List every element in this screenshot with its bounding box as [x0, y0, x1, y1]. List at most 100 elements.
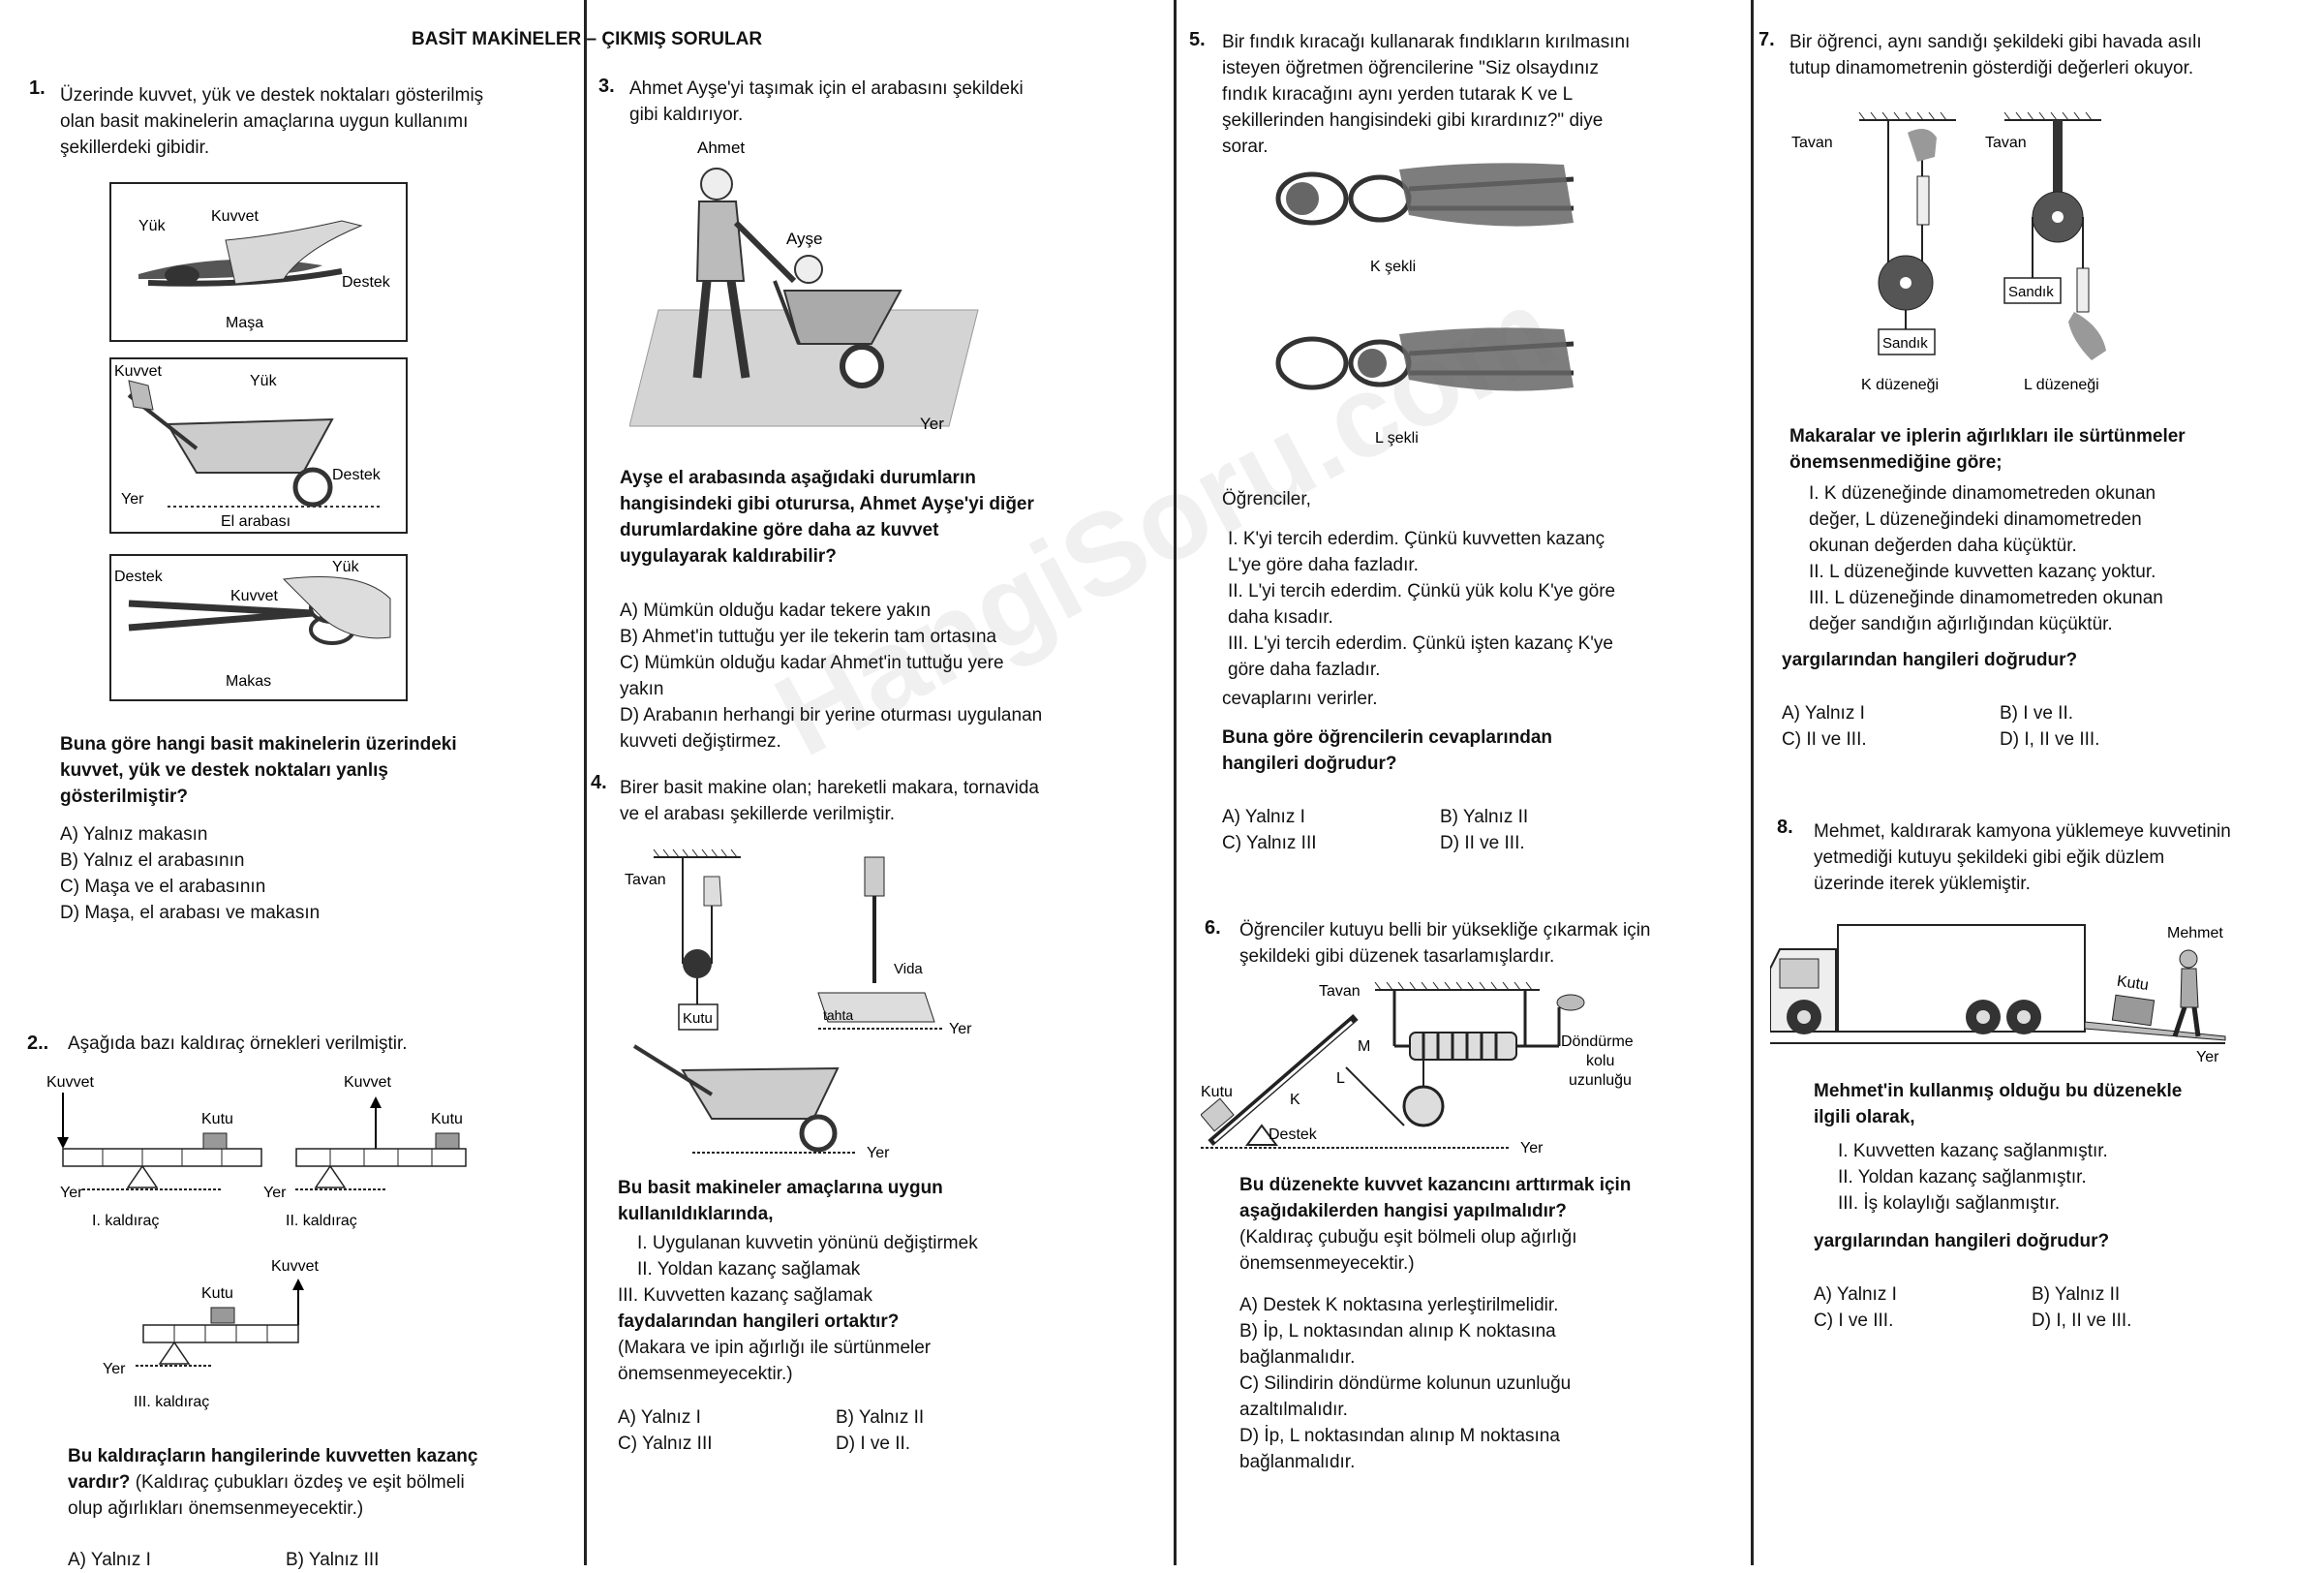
q3-option-b[interactable]: B) Ahmet'in tuttuğu yer ile tekerin tam … — [620, 627, 997, 647]
q4-figures: Tavan Kutu Vida tahta Yer Yer — [625, 848, 972, 1161]
q2-option-a[interactable]: A) Yalnız I — [68, 1550, 151, 1570]
q8-option-c[interactable]: C) I ve III. — [1814, 1311, 1894, 1331]
q8-option-b[interactable]: B) Yalnız II — [2032, 1284, 2121, 1305]
q7-label-l: L düzeneği — [2024, 377, 2099, 393]
q4-ask: faydalarından hangileri ortaktır? — [618, 1311, 900, 1332]
q2-k1-kutu: Kutu — [201, 1111, 233, 1127]
q5-option-d[interactable]: D) II ve III. — [1440, 833, 1525, 853]
q1-label-yer: Yer — [121, 491, 144, 508]
q6-label-l: L — [1336, 1070, 1345, 1087]
q7-option-a[interactable]: A) Yalnız I — [1782, 703, 1865, 724]
q6-label-tavan: Tavan — [1319, 983, 1361, 1000]
q2-k1-kuvvet: Kuvvet — [46, 1074, 94, 1091]
q2-k3-kuvvet: Kuvvet — [271, 1258, 319, 1275]
q4-option-b[interactable]: B) Yalnız II — [836, 1407, 925, 1428]
q1-label-kuvvet-2: Kuvvet — [114, 363, 162, 380]
q6-label-kolu: kolu — [1586, 1053, 1614, 1069]
q5-option-b[interactable]: B) Yalnız II — [1440, 807, 1529, 827]
q1-option-a[interactable]: A) Yalnız makasın — [60, 824, 208, 845]
q1-label-yuk-3: Yük — [332, 559, 360, 575]
q6-option-d[interactable]: D) İp, L noktasından alınıp M noktasına … — [1239, 1426, 1560, 1472]
q7-option-d[interactable]: D) I, II ve III. — [2000, 729, 2100, 750]
q6-label-yer: Yer — [1520, 1140, 1544, 1157]
column-divider — [584, 0, 587, 1565]
q6-label-donme: Döndürme — [1561, 1033, 1634, 1050]
q7-ask: yargılarından hangileri doğrudur? — [1782, 650, 2078, 670]
q7-item-3: III. L düzeneğinde dinamometreden okunan… — [1809, 588, 2163, 634]
q5-options: A) Yalnız I B) Yalnız II C) Yalnız III D… — [1222, 804, 1658, 856]
q2-number: 2.. — [27, 1033, 49, 1054]
column-divider — [1174, 0, 1177, 1565]
q5-items: I. K'yi tercih ederdim. Çünkü kuvvetten … — [1228, 526, 1625, 683]
q7-label-k: K düzeneği — [1861, 377, 1939, 393]
q3-option-a[interactable]: A) Mümkün olduğu kadar tekere yakın — [620, 601, 932, 621]
q3-options: A) Mümkün olduğu kadar tekere yakın B) A… — [620, 598, 1046, 755]
q2-k3-yer: Yer — [103, 1361, 126, 1377]
q4-label-yer-2: Yer — [867, 1145, 890, 1161]
q2-k1-label: I. kaldıraç — [92, 1213, 159, 1229]
q6-number: 6. — [1205, 917, 1221, 939]
q5-option-c[interactable]: C) Yalnız III — [1222, 833, 1317, 853]
q1-option-d[interactable]: D) Maşa, el arabası ve makasın — [60, 903, 321, 923]
q4-options: A) Yalnız I B) Yalnız II C) Yalnız III D… — [618, 1404, 1054, 1457]
q3-number: 3. — [598, 76, 615, 97]
q8-ask: yargılarından hangileri doğrudur? — [1814, 1231, 2110, 1251]
q6-option-a[interactable]: A) Destek K noktasına yerleştirilmelidir… — [1239, 1295, 1559, 1315]
q1-question: Buna göre hangi basit makinelerin üzerin… — [60, 734, 457, 807]
q4-option-a[interactable]: A) Yalnız I — [618, 1407, 701, 1428]
q6-option-b[interactable]: B) İp, L noktasından alınıp K noktasına … — [1239, 1321, 1556, 1368]
q2-option-b[interactable]: B) Yalnız III — [286, 1550, 380, 1570]
q8-options: A) Yalnız I B) Yalnız II C) I ve III. D)… — [1814, 1281, 2249, 1334]
q7-option-c[interactable]: C) II ve III. — [1782, 729, 1867, 750]
q3-option-d[interactable]: D) Arabanın herhangi bir yerine oturması… — [620, 705, 1043, 752]
q2-k3-label: III. kaldıraç — [134, 1394, 209, 1410]
q4-label-kutu: Kutu — [683, 1010, 713, 1027]
q4-label-vida: Vida — [894, 961, 923, 977]
q5-question: Buna göre öğrencilerin cevaplarından han… — [1222, 727, 1553, 774]
page-title: BASİT MAKİNELER – ÇIKMIŞ SORULAR — [412, 29, 763, 49]
q2-k1-yer: Yer — [60, 1185, 83, 1201]
q1-number: 1. — [29, 77, 46, 99]
q8-items: I. Kuvvetten kazanç sağlanmıştır. II. Yo… — [1819, 1138, 2206, 1217]
q1-label-el-arabasi: El arabası — [221, 513, 290, 530]
q4-option-d[interactable]: D) I ve II. — [836, 1434, 911, 1454]
q1-label-yuk-2: Yük — [250, 373, 278, 389]
q3-option-c[interactable]: C) Mümkün olduğu kadar Ahmet'in tuttuğu … — [620, 653, 1004, 699]
q2-question: Bu kaldıraçların hangilerinde kuvvetten … — [68, 1446, 478, 1519]
q1-label-kuvvet-3: Kuvvet — [230, 588, 278, 604]
q6-option-c[interactable]: C) Silindirin döndürme kolunun uzunluğu … — [1239, 1373, 1572, 1420]
q5-number: 5. — [1189, 29, 1206, 50]
q7-intro: Bir öğrenci, aynı sandığı şekildeki gibi… — [1789, 32, 2202, 78]
q5-option-a[interactable]: A) Yalnız I — [1222, 807, 1305, 827]
q1-option-b[interactable]: B) Yalnız el arabasının — [60, 850, 245, 871]
q2-k2-label: II. kaldıraç — [286, 1213, 357, 1229]
q1-label-masa: Maşa — [226, 315, 263, 331]
q5-tail: cevaplarını verirler. — [1222, 689, 1378, 709]
q1-label-yuk: Yük — [138, 218, 167, 234]
q8-option-a[interactable]: A) Yalnız I — [1814, 1284, 1897, 1305]
q7-options: A) Yalnız I B) I ve II. C) II ve III. D)… — [1782, 700, 2217, 753]
q4-number: 4. — [591, 772, 607, 793]
q8-label-kutu: Kutu — [2116, 973, 2150, 994]
q1-option-c[interactable]: C) Maşa ve el arabasının — [60, 877, 266, 897]
q4-option-c[interactable]: C) Yalnız III — [618, 1434, 713, 1454]
q8-item-2: II. Yoldan kazanç sağlanmıştır. — [1838, 1167, 2087, 1187]
q6-label-m: M — [1358, 1038, 1370, 1055]
q1-label-kuvvet: Kuvvet — [211, 208, 259, 225]
q5-item-1: I. K'yi tercih ederdim. Çünkü kuvvetten … — [1228, 529, 1605, 575]
q4-items: I. Uygulanan kuvvetin yönünü değiştirmek… — [618, 1230, 1044, 1387]
q3-label-ahmet: Ahmet — [697, 139, 745, 157]
q1-intro: Üzerinde kuvvet, yük ve destek noktaları… — [60, 85, 484, 158]
q7-label-sandik-k: Sandık — [1882, 335, 1928, 352]
q7-option-b[interactable]: B) I ve II. — [2000, 703, 2074, 724]
q3-label-ayse: Ayşe — [786, 230, 823, 248]
q6-question: Bu düzenekte kuvvet kazancını arttırmak … — [1239, 1175, 1632, 1274]
q8-label-mehmet: Mehmet — [2167, 925, 2223, 941]
q1-label-destek: Destek — [342, 274, 391, 291]
q8-item-1: I. Kuvvetten kazanç sağlanmıştır. — [1838, 1141, 2108, 1161]
q6-label-uzunlugu: uzunluğu — [1569, 1072, 1632, 1089]
q2-k2-yer: Yer — [263, 1185, 287, 1201]
q8-option-d[interactable]: D) I, II ve III. — [2032, 1311, 2132, 1331]
q6-label-kutu: Kutu — [1201, 1084, 1233, 1100]
q4-question: Bu basit makineler amaçlarına uygun kull… — [618, 1178, 943, 1224]
